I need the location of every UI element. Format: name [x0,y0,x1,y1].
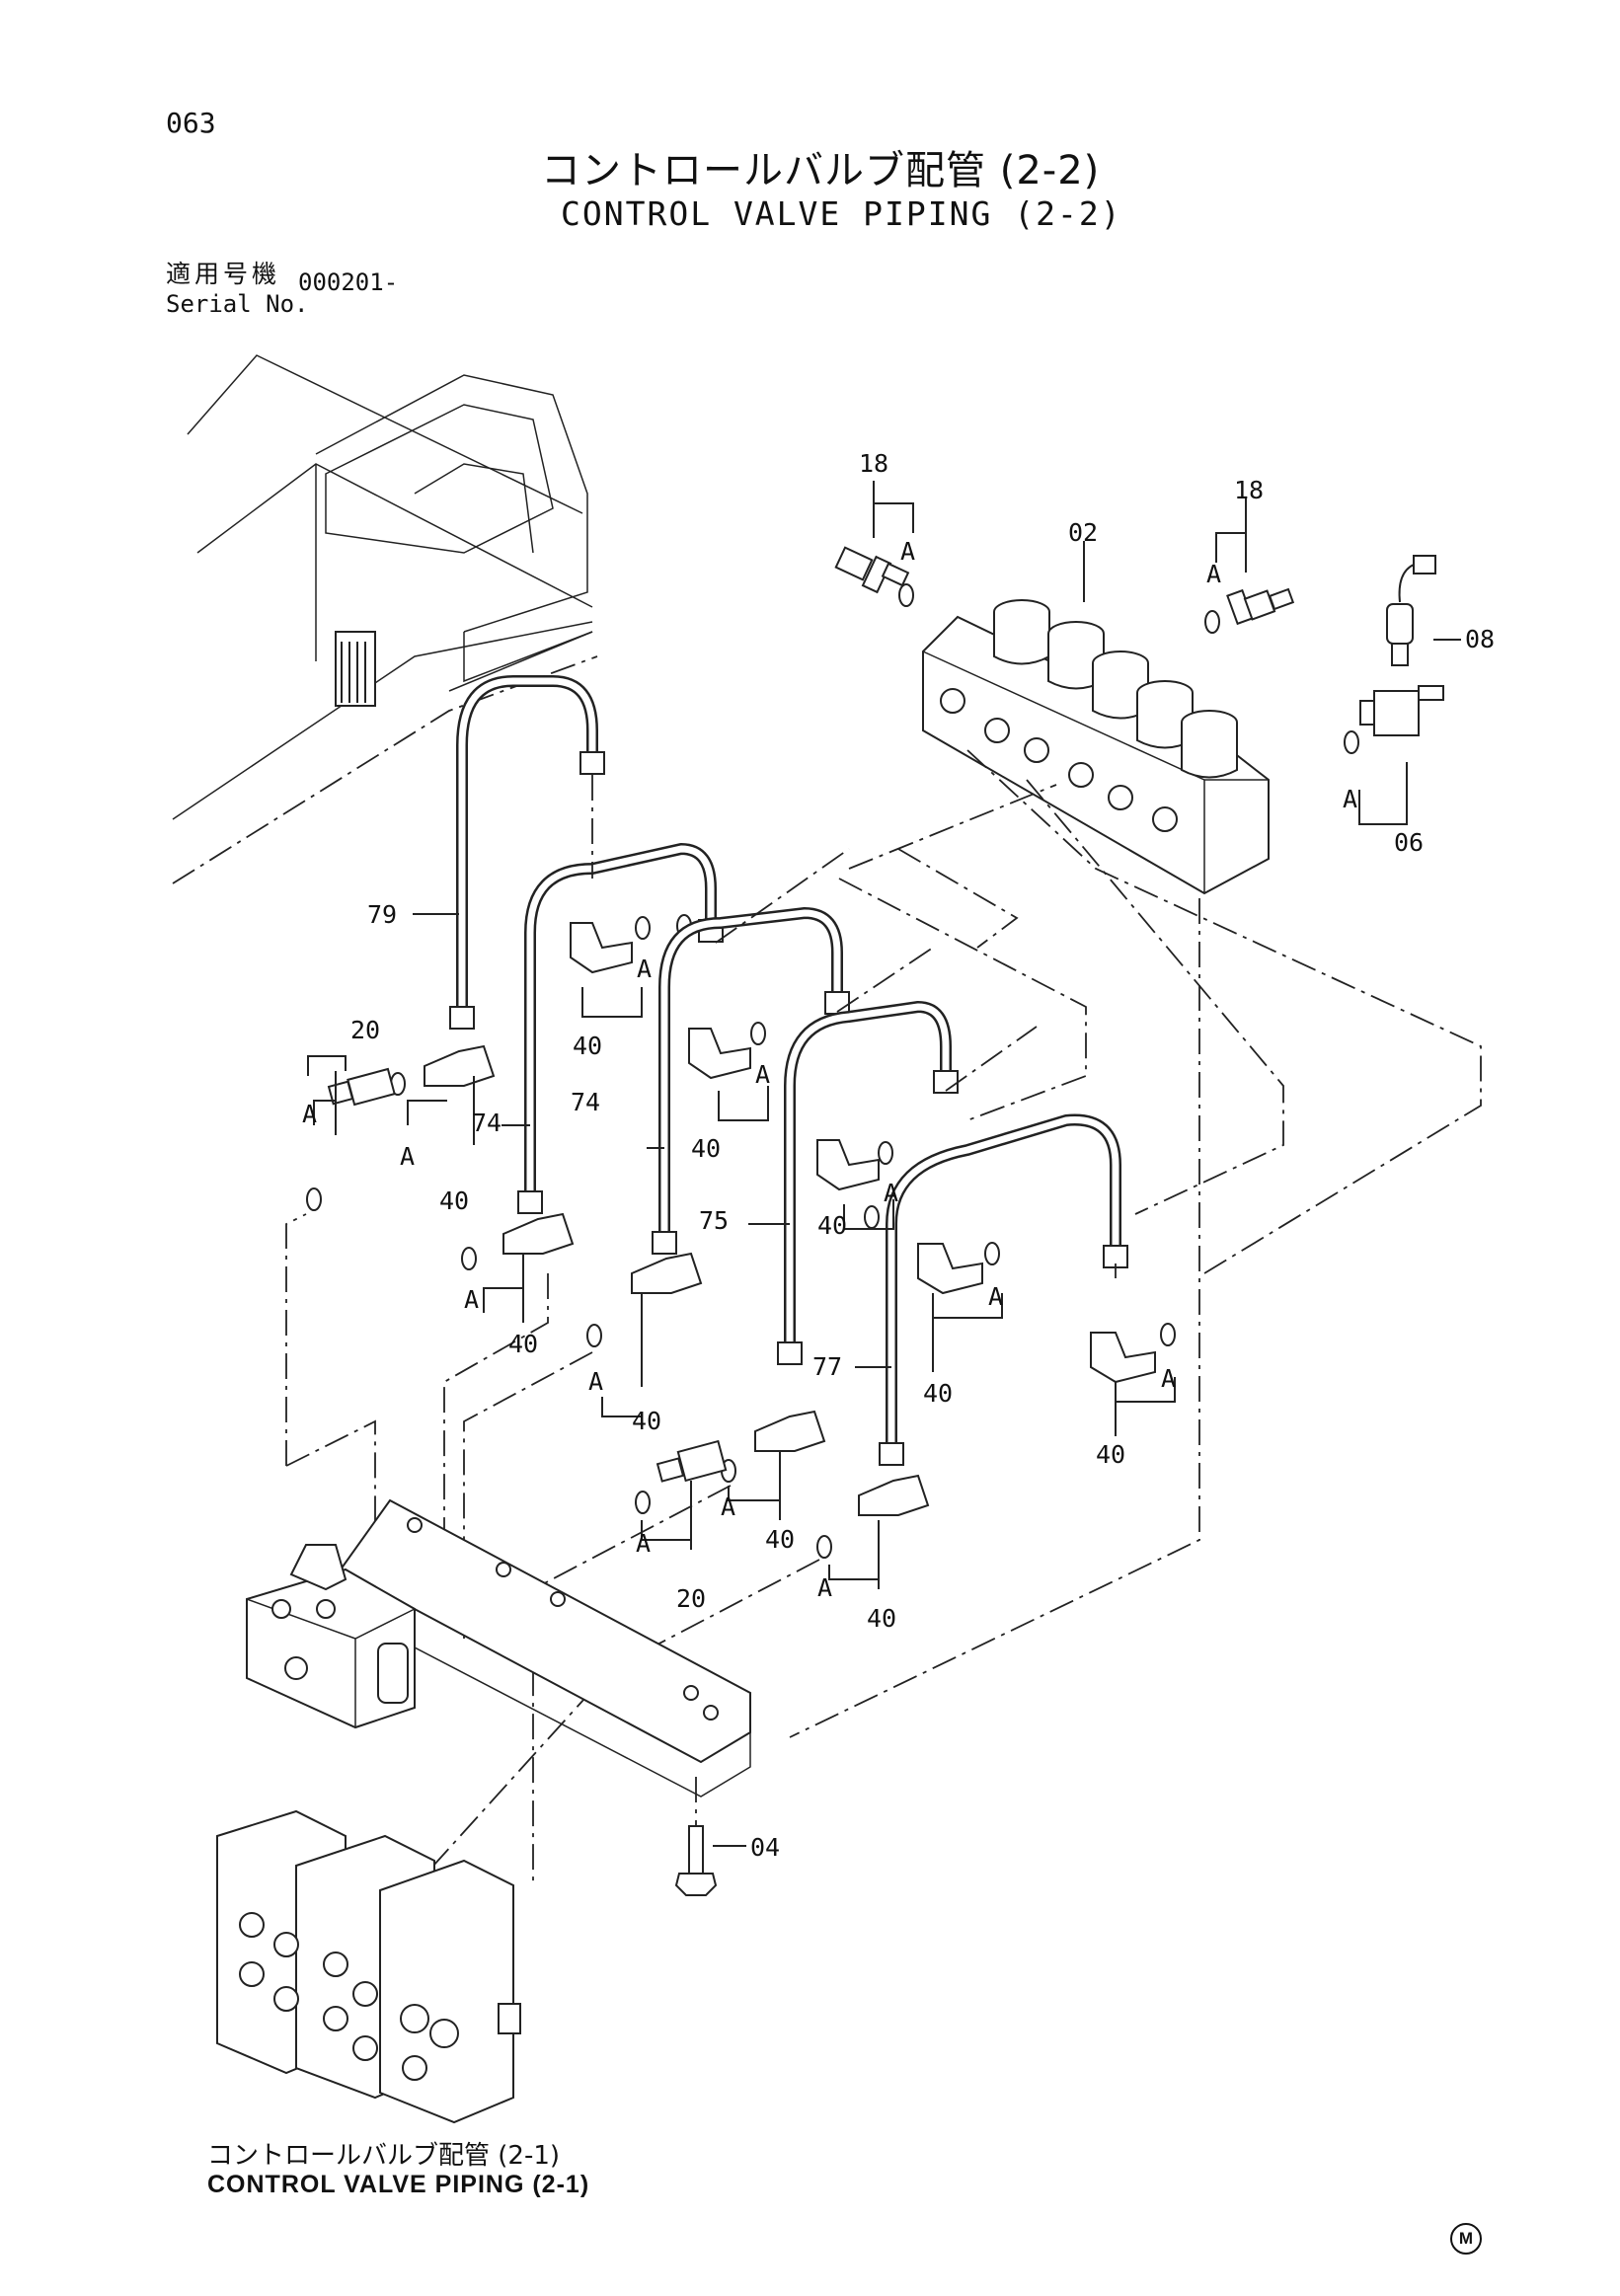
page-title-english: CONTROL VALVE PIPING (2-2) [561,194,1122,233]
fitting-18-right [1226,587,1295,626]
o-ring-marker: A [1206,560,1221,588]
serial-label-japanese: 適用号機 [166,260,281,288]
serial-label-english: Serial No. [166,290,309,318]
o-ring-marker: A [400,1142,415,1171]
callout-labels: 18 18 02 08 06 79 20 74 74 75 77 20 04 4… [350,449,1495,1862]
o-ring-marker: A [817,1573,832,1602]
pipe-74-b [652,907,850,1255]
callout-08: 08 [1465,625,1495,653]
o-ring-marker: A [636,1529,651,1558]
callout-40: 40 [867,1604,896,1633]
callout-74-left: 74 [472,1109,501,1137]
callout-40: 40 [439,1186,469,1215]
callout-18-right: 18 [1234,476,1264,504]
o-rings [306,583,1359,1559]
callout-40: 40 [923,1379,953,1408]
callout-40: 40 [691,1134,721,1163]
o-ring-marker: A [900,537,915,566]
leader-lines [307,481,1461,1847]
callout-20-left: 20 [350,1016,380,1044]
o-ring-marker: A [721,1492,735,1521]
o-ring-marker: A [1343,785,1357,813]
callout-20-bottom: 20 [676,1584,706,1613]
pipe-79 [449,675,605,1030]
callout-74-right: 74 [571,1088,600,1116]
o-ring-marker: A [755,1060,770,1089]
callout-40: 40 [817,1211,847,1240]
main-control-valve [216,1544,521,2124]
callout-18-left: 18 [859,449,888,478]
callout-40: 40 [765,1525,795,1554]
callout-75: 75 [699,1206,729,1235]
serial-number-value: 000201- [298,268,399,296]
callout-77: 77 [812,1352,842,1381]
reference-title-english: CONTROL VALVE PIPING (2-1) [207,2171,590,2198]
corner-mark: M [1450,2223,1482,2255]
excavator-outline [172,354,598,884]
callout-40: 40 [1096,1440,1125,1469]
callout-04: 04 [750,1833,780,1862]
o-ring-marker: A [988,1282,1003,1311]
callout-40: 40 [508,1330,538,1358]
solenoid-valve-block [922,599,1270,895]
callout-79: 79 [367,900,397,929]
reference-title-japanese: コントロールバルブ配管 (2-1) [207,2141,561,2171]
callout-02: 02 [1068,518,1098,547]
o-ring-marker: A [884,1179,898,1207]
page-number: 063 [166,107,216,139]
callout-40: 40 [632,1407,661,1435]
fitting-20-left [327,1067,396,1107]
page-title-japanese: コントロールバルブ配管 (2-2) [541,148,1101,193]
pressure-switch-assembly [1359,555,1444,736]
bolt-04 [674,1825,718,1896]
fitting-18-left [834,546,910,594]
elbow-fittings [424,922,1156,1516]
o-ring-markers: A A A A A A A A A A A A A A A [302,537,1357,1602]
o-ring-marker: A [464,1285,479,1314]
callout-06: 06 [1394,828,1424,857]
o-ring-marker: A [588,1367,603,1396]
callout-40: 40 [573,1032,602,1060]
o-ring-marker: A [302,1100,317,1128]
bracket-plate [339,1498,751,1798]
pipe-77 [879,1113,1128,1466]
pipe-75 [777,1001,959,1365]
fitting-20-bottom [656,1439,728,1483]
o-ring-marker: A [1161,1364,1176,1393]
o-ring-marker: A [637,955,652,983]
